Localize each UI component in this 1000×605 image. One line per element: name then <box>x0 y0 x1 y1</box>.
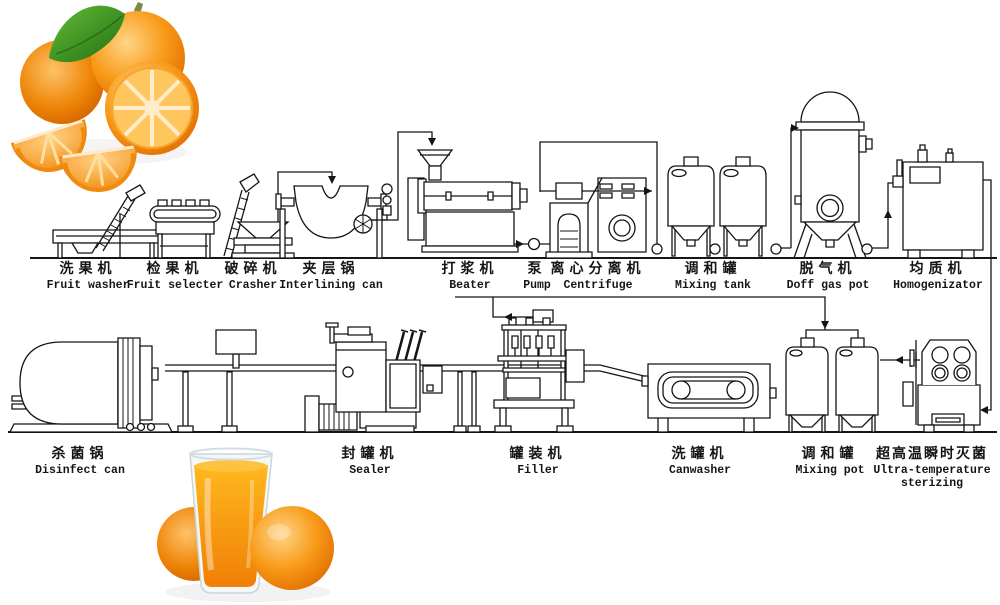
label-en: Crasher <box>228 279 278 293</box>
pipe-pot-to-filler <box>455 297 825 330</box>
sealer-icon <box>305 323 442 432</box>
interlining-can-icon <box>276 184 392 258</box>
label-filler: 罐装机 Filler <box>510 446 567 477</box>
label-en: Pump <box>523 279 551 293</box>
arrow-into-pot-manifold <box>821 321 829 329</box>
label-fruit-selecter: 检果机 Fruit selecter <box>127 261 224 292</box>
arrow-beater-out <box>516 240 524 248</box>
conveyor-with-control-box <box>178 330 480 432</box>
label-en: Ultra-temperature sterizing <box>873 464 991 491</box>
label-mixing-pot: 调和罐 Mixing pot <box>795 446 864 477</box>
arrow-up-homogenizer <box>884 210 892 218</box>
pump-icon <box>529 239 540 250</box>
label-en: Fruit washer <box>46 279 130 293</box>
arrow-into-sterilizer <box>980 406 988 414</box>
label-en: Fruit selecter <box>126 279 224 293</box>
canwasher-icon <box>642 364 776 432</box>
label-zh: 破碎机 <box>224 261 282 277</box>
arrow-into-deaerator <box>791 124 799 132</box>
mixing-tank-icon <box>652 157 781 256</box>
label-pump: 泵 Pump <box>523 261 551 292</box>
label-doff-gas-pot: 脱气机 Doff gas pot <box>787 261 870 292</box>
label-en: Centrifuge <box>563 279 633 293</box>
arrow-into-pot <box>895 356 903 364</box>
label-en: Doff gas pot <box>786 279 870 293</box>
label-en: Sealer <box>349 464 391 478</box>
label-disinfect-can: 杀菌锅 Disinfect can <box>35 446 125 477</box>
label-zh: 杀菌锅 <box>51 446 109 462</box>
label-homogenizer: 均质机 Homogenizator <box>893 261 983 292</box>
arrow-into-beater <box>428 138 436 146</box>
filler-icon <box>494 310 584 432</box>
label-beater: 打浆机 Beater <box>442 261 499 292</box>
label-zh: 均质机 <box>909 261 967 277</box>
centrifuge-icon <box>540 178 652 258</box>
label-en: Interlining can <box>279 279 383 293</box>
label-canwasher: 洗罐机 Canwasher <box>669 446 731 477</box>
label-zh: 泵 <box>527 261 547 277</box>
pipe-kettle-to-beater <box>372 132 432 220</box>
arrow-centrifuge-out <box>644 187 652 195</box>
juice-photo <box>157 449 334 602</box>
label-mixing-tank: 调和罐 Mixing tank <box>675 261 751 292</box>
deaerator-icon <box>794 92 872 258</box>
fruit-washer-icon <box>53 185 162 258</box>
label-zh: 超高温瞬时灭菌 <box>876 446 988 462</box>
label-zh: 夹层锅 <box>302 261 360 277</box>
mixing-pot-icon <box>786 338 878 432</box>
label-zh: 脱气机 <box>799 261 857 277</box>
arrow-into-kettle <box>328 176 336 184</box>
fruit-selecter-icon <box>150 174 259 258</box>
label-zh: 洗罐机 <box>671 446 729 462</box>
label-en: Mixing tank <box>675 279 751 293</box>
label-sealer: 封罐机 Sealer <box>342 446 399 477</box>
label-interlining-can: 夹层锅 Interlining can <box>279 261 383 292</box>
pipe-homogenizer-to-sterilizer <box>983 180 991 410</box>
label-zh: 封罐机 <box>341 446 399 462</box>
label-en: Homogenizator <box>893 279 983 293</box>
pipe-to-deaerator <box>781 128 793 248</box>
label-zh: 离心分离机 <box>550 261 646 277</box>
flow-arrows <box>328 124 988 414</box>
homogenizer-icon <box>893 145 983 258</box>
pipe-filler-feed <box>493 297 533 317</box>
label-zh: 罐装机 <box>509 446 567 462</box>
label-en: Beater <box>449 279 491 293</box>
label-zh: 洗果机 <box>59 261 117 277</box>
label-en: Filler <box>517 464 559 478</box>
disinfect-can-icon <box>10 338 172 432</box>
label-fruit-washer: 洗果机 Fruit washer <box>47 261 130 292</box>
arrow-into-filler <box>504 313 512 321</box>
label-zh: 调和罐 <box>684 261 742 277</box>
label-en: Canwasher <box>668 464 732 478</box>
label-centrifuge: 离心分离机 Centrifuge <box>551 261 646 292</box>
oranges-photo <box>12 2 199 195</box>
label-en: Mixing pot <box>795 464 865 478</box>
label-zh: 调和罐 <box>801 446 859 462</box>
crusher-icon <box>232 222 294 258</box>
pipe-centrifuge-loop <box>540 142 657 245</box>
beater-icon <box>408 150 527 252</box>
label-en: Disinfect can <box>35 464 125 478</box>
ultra-sterilizer-icon <box>903 340 980 432</box>
label-zh: 检果机 <box>146 261 204 277</box>
label-zh: 打浆机 <box>441 261 499 277</box>
label-crusher: 破碎机 Crasher <box>225 261 282 292</box>
label-ultra-sterilizer: 超高温瞬时灭菌 Ultra-temperature sterizing <box>866 446 998 491</box>
